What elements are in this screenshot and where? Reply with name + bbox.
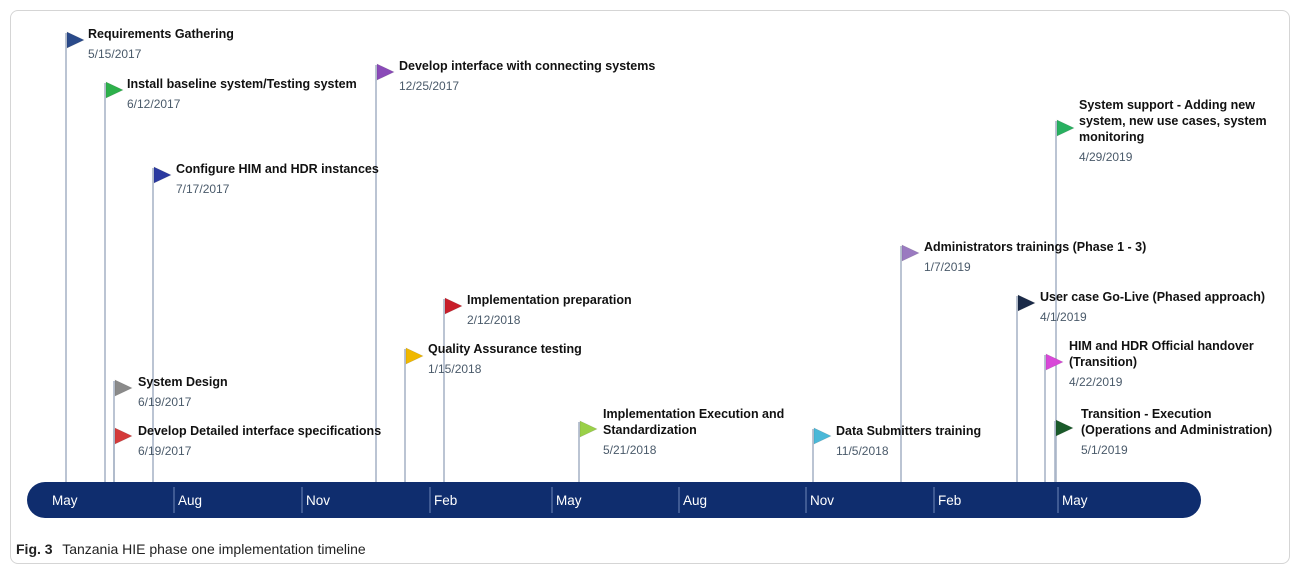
event-date: 4/1/2019: [1040, 310, 1087, 324]
event-title: HIM and HDR Official handover: [1069, 339, 1254, 353]
event-system-support: System support - Adding new system, new u…: [1056, 98, 1267, 164]
figure-label: Fig. 3: [16, 541, 53, 557]
event-date: 11/5/2018: [836, 444, 889, 458]
event-title: Develop interface with connecting system…: [399, 59, 655, 73]
month-label-may: May: [52, 493, 78, 508]
event-implementation-preparation: Implementation preparation 2/12/2018: [444, 293, 632, 327]
event-title: Administrators trainings (Phase 1 - 3): [924, 240, 1146, 254]
event-quality-assurance-testing: Quality Assurance testing 1/15/2018: [405, 342, 582, 376]
event-title: Transition - Execution: [1081, 407, 1212, 421]
event-title: Requirements Gathering: [88, 27, 234, 41]
event-flag-icon: [444, 297, 463, 315]
event-date: 2/12/2018: [467, 313, 521, 327]
event-flag-icon: [153, 166, 172, 184]
event-date: 6/19/2017: [138, 444, 192, 458]
event-flag-icon: [1045, 353, 1064, 371]
month-label-may: May: [556, 493, 582, 508]
event-title: system, new use cases, system: [1079, 114, 1267, 128]
figure-caption: Fig. 3 Tanzania HIE phase one implementa…: [16, 541, 366, 557]
event-flag-icon: [579, 420, 598, 438]
event-title: (Operations and Administration): [1081, 423, 1272, 437]
event-flag-icon: [66, 31, 85, 49]
event-flag-icon: [901, 244, 920, 262]
month-label-feb: Feb: [434, 493, 457, 508]
event-flag-icon: [813, 427, 832, 445]
event-date: 1/15/2018: [428, 362, 482, 376]
event-develop-interface-connecting-systems: Develop interface with connecting system…: [376, 59, 655, 93]
event-administrators-trainings: Administrators trainings (Phase 1 - 3) 1/…: [901, 240, 1146, 274]
event-date: 5/21/2018: [603, 443, 657, 457]
event-user-case-go-live: User case Go-Live (Phased approach) 4/1/2…: [1017, 290, 1265, 324]
event-date: 7/17/2017: [176, 182, 230, 196]
event-date: 4/29/2019: [1079, 150, 1133, 164]
event-title: Standardization: [603, 423, 697, 437]
event-title: System support - Adding new: [1079, 98, 1255, 112]
event-flag-icon: [405, 347, 424, 365]
event-title: Data Submitters training: [836, 424, 981, 438]
event-title: Configure HIM and HDR instances: [176, 162, 379, 176]
event-flag-icon: [376, 63, 395, 81]
event-title: Install baseline system/Testing system: [127, 77, 357, 91]
event-requirements-gathering: Requirements Gathering 5/15/2017: [66, 27, 234, 61]
event-date: 6/12/2017: [127, 97, 181, 111]
event-title: (Transition): [1069, 355, 1137, 369]
event-implementation-execution-standardization: Implementation Execution andStandardizat…: [579, 407, 784, 457]
month-label-feb: Feb: [938, 493, 961, 508]
month-label-nov: Nov: [810, 493, 834, 508]
event-flag-icon: [114, 427, 133, 445]
event-system-design: System Design 6/19/2017: [114, 375, 228, 409]
event-configure-him-hdr: Configure HIM and HDR instances 7/17/2017: [153, 162, 379, 196]
event-date: 5/15/2017: [88, 47, 142, 61]
timeline-bar-body: [27, 482, 1201, 518]
event-title: Implementation Execution and: [603, 407, 784, 421]
event-transition-execution: Transition - Execution (Operations and Ad…: [1055, 407, 1272, 457]
event-date: 5/1/2019: [1081, 443, 1128, 457]
timeline-bar: May Aug Nov Feb May Aug Nov Feb May: [27, 482, 1201, 518]
event-title: System Design: [138, 375, 228, 389]
figure-frame: [10, 10, 1290, 564]
event-date: 12/25/2017: [399, 79, 459, 93]
event-flag-icon: [1056, 119, 1075, 137]
month-label-aug: Aug: [683, 493, 707, 508]
event-him-hdr-official-handover: HIM and HDR Official handover (Transition…: [1045, 339, 1254, 389]
figure-caption-text: Tanzania HIE phase one implementation ti…: [62, 541, 366, 557]
event-date: 6/19/2017: [138, 395, 192, 409]
event-flag-icon: [114, 379, 133, 397]
event-title: Quality Assurance testing: [428, 342, 582, 356]
month-label-nov: Nov: [306, 493, 330, 508]
event-flag-icon: [105, 81, 124, 99]
event-title: Implementation preparation: [467, 293, 632, 307]
month-label-may: May: [1062, 493, 1088, 508]
stems-layer: [65, 33, 1057, 484]
event-flag-icon: [1055, 419, 1074, 437]
event-develop-detailed-interface-specs: Develop Detailed interface specification…: [114, 424, 381, 458]
month-label-aug: Aug: [178, 493, 202, 508]
event-title: User case Go-Live (Phased approach): [1040, 290, 1265, 304]
event-title: monitoring: [1079, 130, 1144, 144]
event-data-submitters-training: Data Submitters training 11/5/2018: [813, 424, 981, 458]
event-title: Develop Detailed interface specification…: [138, 424, 381, 438]
event-date: 1/7/2019: [924, 260, 971, 274]
event-date: 4/22/2019: [1069, 375, 1123, 389]
event-install-baseline-system: Install baseline system/Testing system 6/…: [105, 77, 357, 111]
event-flag-icon: [1017, 294, 1036, 312]
